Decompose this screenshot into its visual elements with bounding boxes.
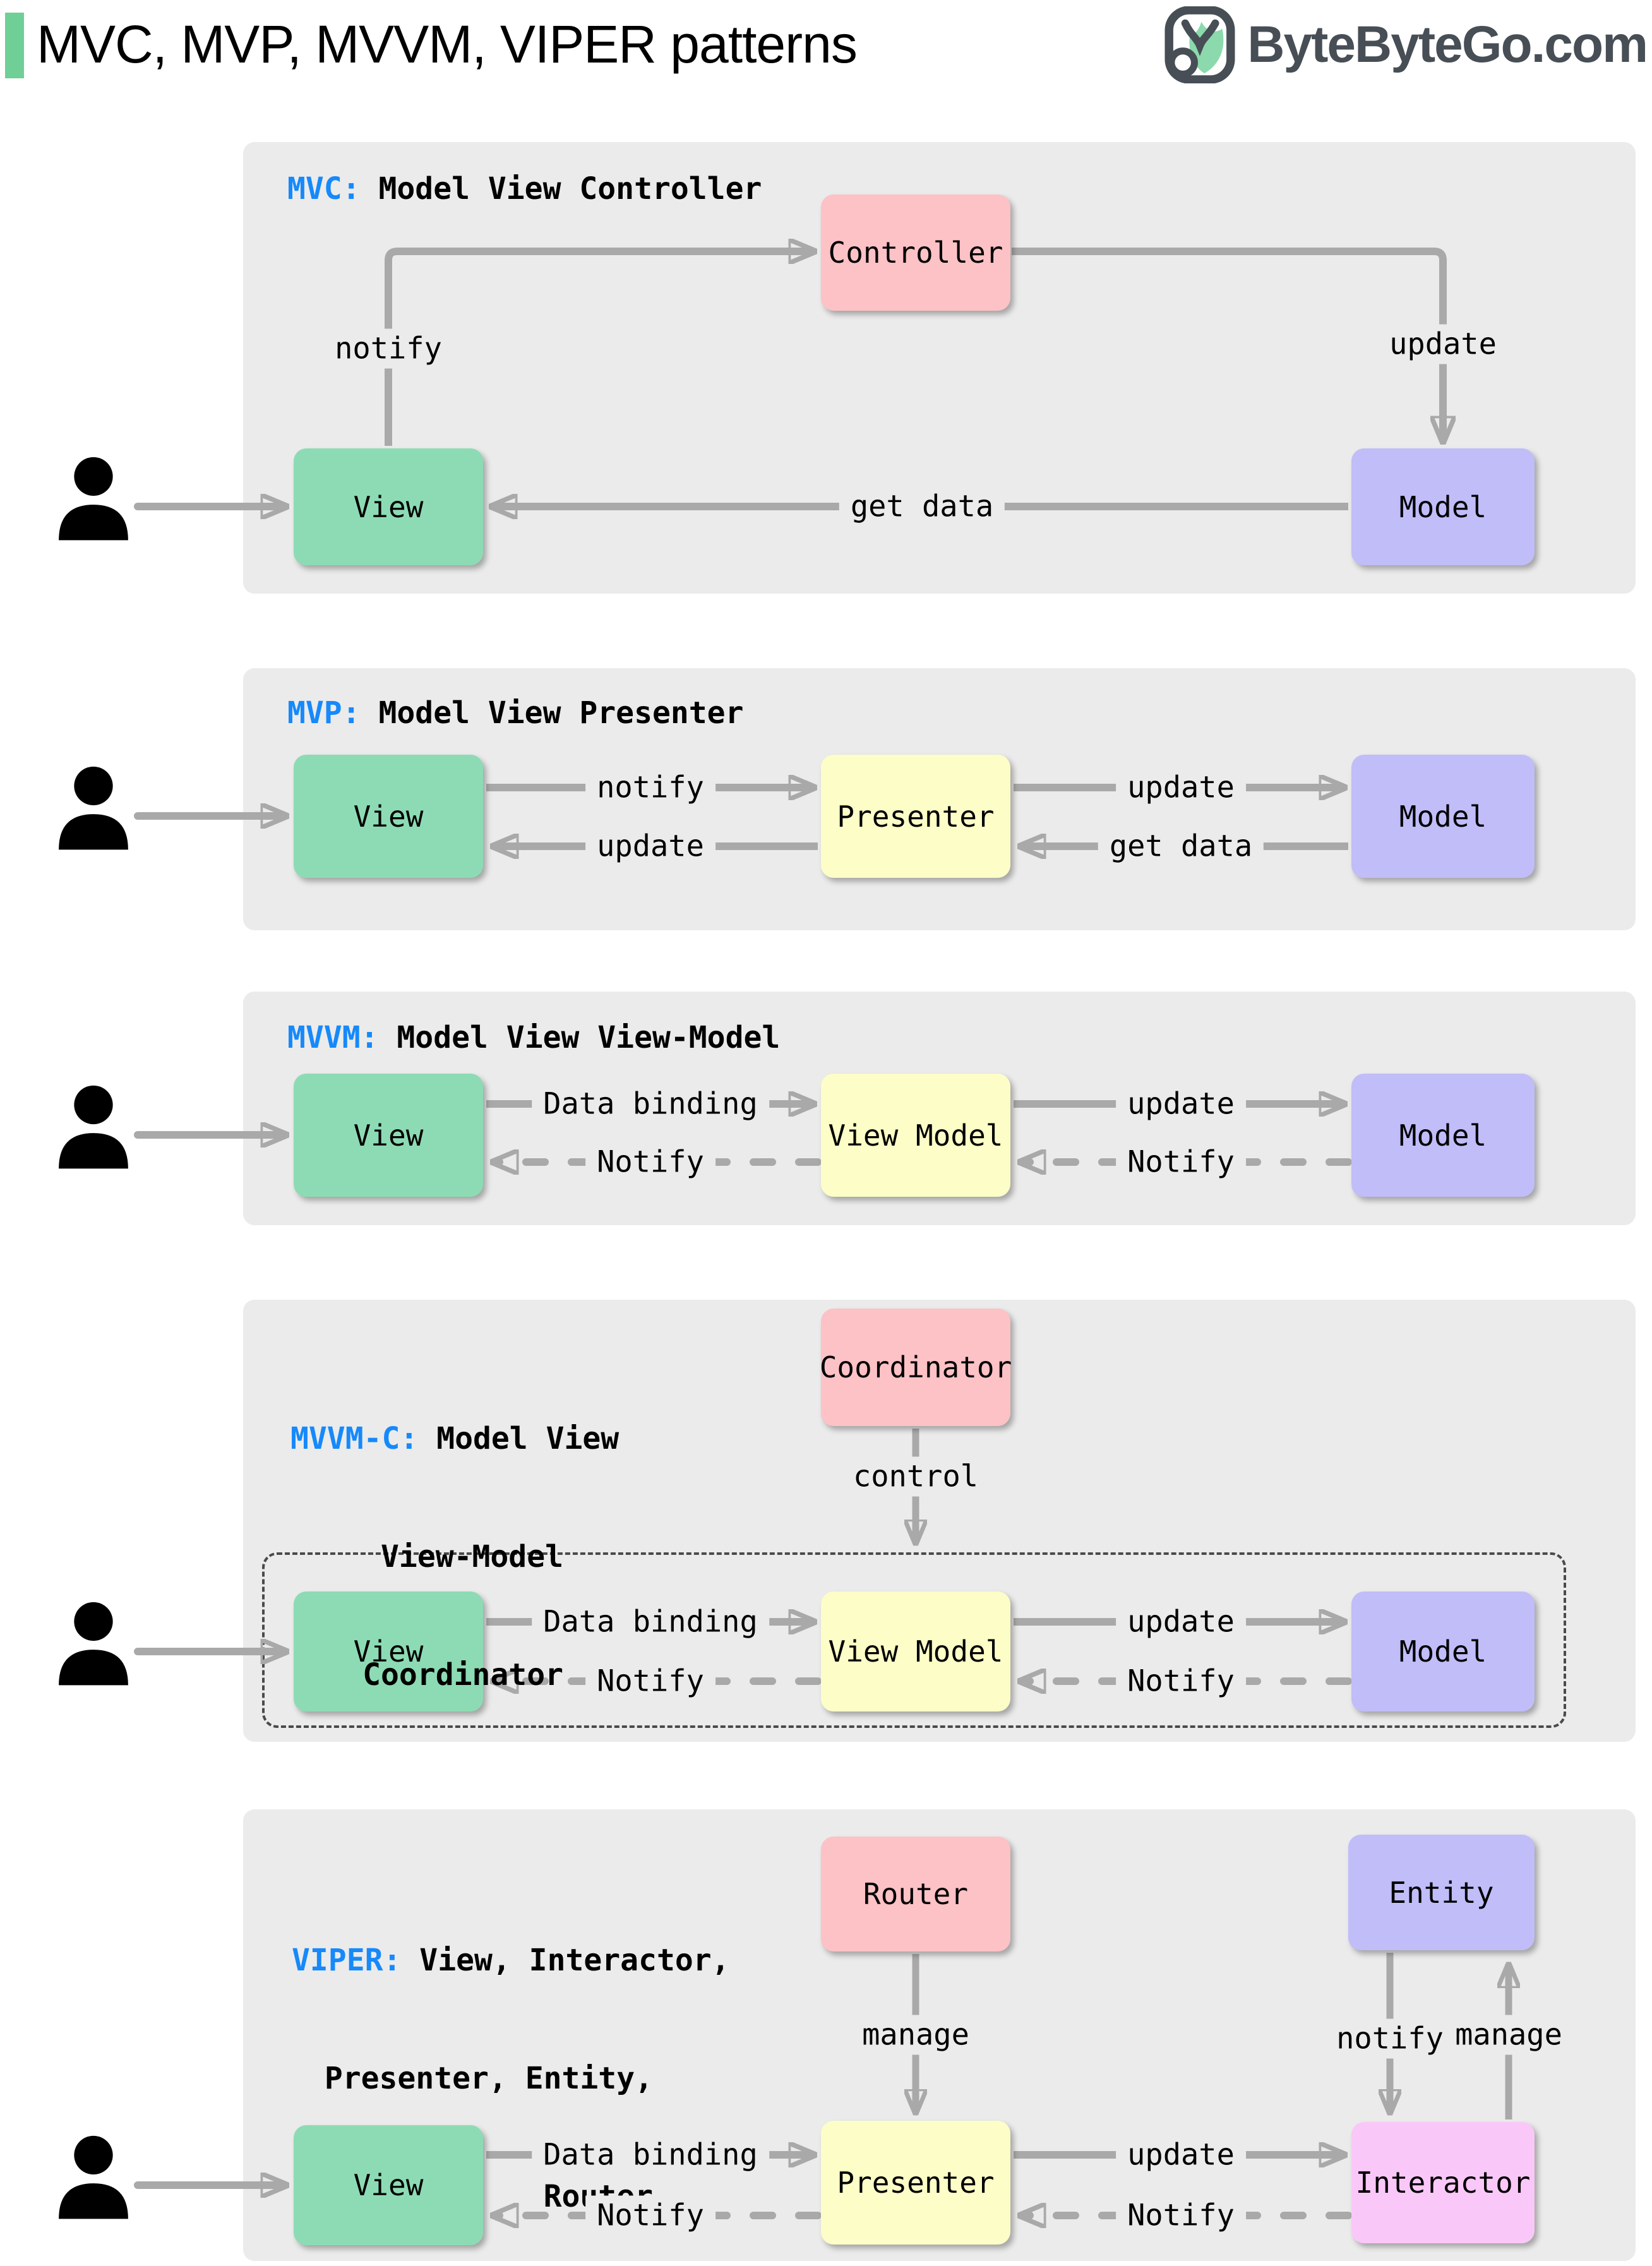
edge-label-notify-presenter-viper: Notify (1116, 2195, 1246, 2236)
user-icon-viper (59, 2135, 128, 2219)
viewmodel-box-mvvm: View Model (821, 1074, 1010, 1197)
pattern-abbr-mvp: MVP: (287, 695, 361, 731)
user-icon-mvp (59, 766, 128, 850)
panel-title-mvvm: MVVM: Model View View-Model (287, 1018, 780, 1057)
edge-label-notify-entity-viper: notify (1325, 2018, 1455, 2059)
page-title: MVC, MVP, MVVM, VIPER patterns (37, 15, 858, 74)
edge-label-databinding-mvvmc: Data binding (532, 1602, 769, 1642)
model-box-mvc: Model (1351, 448, 1535, 565)
pattern-name-mvc: Model View Controller (360, 171, 762, 207)
bytebytego-logo-text: ByteByteGo.com (1247, 16, 1648, 73)
viewmodel-box-mvvmc: View Model (821, 1592, 1010, 1711)
panel-title-mvp: MVP: Model View Presenter (287, 693, 743, 733)
panel-title-mvvmc-line1: MVVM-C: Model View (290, 1419, 619, 1458)
edge-label-update-model-mvp: update (1116, 767, 1246, 808)
user-icon-mvvmc (59, 1602, 128, 1686)
panel-title-viper-line1: VIPER: View, Interactor, (292, 1941, 730, 1980)
view-box-mvp: View (294, 755, 483, 878)
view-box-mvvm: View (294, 1074, 483, 1197)
pattern-abbr-mvvmc: MVVM-C: (290, 1420, 419, 1456)
controller-box-mvc: Controller (821, 195, 1010, 311)
user-icon-mvc (59, 457, 128, 541)
edge-label-update-mvvm: update (1116, 1084, 1246, 1124)
pattern-name-mvvmc-line3: Coordinator (362, 1657, 563, 1693)
view-box-viper: View (294, 2125, 483, 2245)
coordinator-box-mvvmc: Coordinator (820, 1309, 1012, 1426)
edge-label-control-mvvmc: control (841, 1456, 990, 1497)
model-box-mvvmc: Model (1351, 1592, 1535, 1711)
pattern-name-mvvm: Model View View-Model (378, 1020, 781, 1055)
pattern-name-mvvmc-line1: Model View (418, 1420, 620, 1456)
edge-label-update-mvvmc: update (1116, 1602, 1246, 1642)
bytebytego-logo-icon (1164, 6, 1235, 83)
edge-label-manage-router-viper: manage (851, 2015, 981, 2055)
pattern-name-viper-line1: View, Interactor, (401, 1942, 730, 1978)
edge-label-notify-view-mvvm: Notify (585, 1142, 715, 1182)
edge-label-notify-view-mvvmc: Notify (585, 1661, 715, 1701)
pattern-abbr-viper: VIPER: (292, 1942, 402, 1978)
edge-label-notify-view-viper: Notify (585, 2195, 715, 2236)
edge-label-getdata-mvc: get data (839, 486, 1005, 527)
presenter-box-mvp: Presenter (821, 755, 1010, 878)
edge-label-databinding-mvvm: Data binding (532, 1084, 769, 1124)
panel-title-mvc: MVC: Model View Controller (287, 169, 762, 208)
view-box-mvc: View (294, 448, 483, 565)
model-box-mvvm: Model (1351, 1074, 1535, 1197)
presenter-box-viper: Presenter (821, 2121, 1010, 2245)
edge-label-manage-entity-viper: manage (1444, 2015, 1574, 2055)
pattern-abbr-mvc: MVC: (287, 171, 361, 207)
view-box-mvvmc: View (294, 1592, 483, 1711)
entity-box-viper: Entity (1348, 1835, 1535, 1950)
edge-label-update-view-mvp: update (585, 826, 715, 866)
router-box-viper: Router (821, 1837, 1010, 1951)
panel-title-mvvmc: MVVM-C: Model View View-Model Coordinato… (290, 1340, 619, 1773)
edge-label-databinding-viper: Data binding (532, 2135, 769, 2175)
edge-label-notify-mvc: notify (323, 328, 453, 369)
edge-label-notify-vm-mvvmc: Notify (1116, 1661, 1246, 1701)
edge-label-update-mvc: update (1378, 324, 1508, 364)
pattern-name-mvvmc-line2: View-Model (381, 1538, 563, 1574)
user-icon-mvvm (59, 1085, 128, 1169)
model-box-mvp: Model (1351, 755, 1535, 878)
pattern-name-viper-line2: Presenter, Entity, (324, 2060, 653, 2096)
title-accent-bar (5, 13, 24, 78)
edge-label-update-viper: update (1116, 2135, 1246, 2175)
edge-label-notify-vm-mvvm: Notify (1116, 1142, 1246, 1182)
edge-label-notify-mvp: notify (585, 767, 715, 808)
interactor-box-viper: Interactor (1351, 2122, 1535, 2243)
pattern-name-mvp: Model View Presenter (360, 695, 744, 731)
pattern-abbr-mvvm: MVVM: (287, 1020, 379, 1055)
bytebytego-logo: ByteByteGo.com (1161, 6, 1648, 83)
edge-label-getdata-mvp: get data (1098, 826, 1264, 866)
